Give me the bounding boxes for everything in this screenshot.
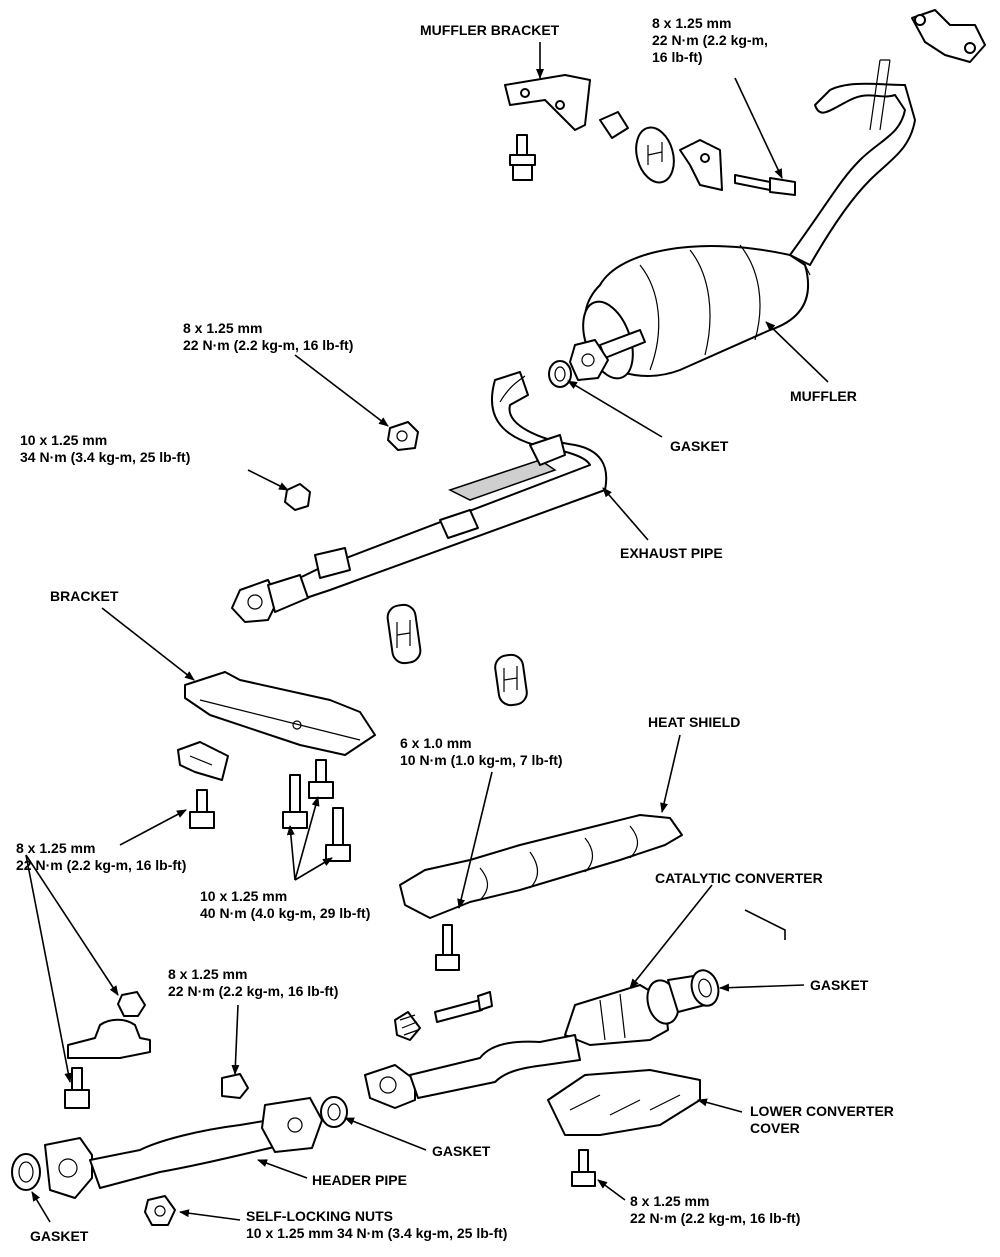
spec-line: 10 x 1.25 mm [200,888,288,904]
spec-line: 10 x 1.25 mm [20,432,108,448]
label-line: SELF-LOCKING NUTS [246,1208,393,1224]
bracket-bolt-left [189,789,215,829]
label-muffler-bolt-spec: 8 x 1.25 mm 22 N·m (2.2 kg-m, 16 lb-ft) [652,15,768,66]
header-pipe [44,1097,323,1199]
exhaust-pipe [231,371,608,623]
converter-gasket [690,969,720,1007]
muffler-rubber-mount [635,126,675,184]
muffler-hanger-plate [679,139,723,191]
label-header-nut-spec: 8 x 1.25 mm 22 N·m (2.2 kg-m, 16 lb-ft) [168,966,338,1000]
spec-line: 22 N·m (2.2 kg-m, 16 lb-ft) [183,337,354,353]
flange-bolt [434,991,493,1023]
bracket [184,671,376,756]
muffler-bracket [504,74,591,131]
spec-line: 22 N·m (2.2 kg-m, 16 lb-ft) [16,857,187,873]
label-gasket-center: GASKET [432,1143,491,1159]
tailpipe [789,59,916,266]
label-muffler-bracket: MUFFLER BRACKET [420,22,560,38]
label-muffler-nut-spec: 8 x 1.25 mm 22 N·m (2.2 kg-m, 16 lb-ft) [183,320,353,354]
support-nut [117,991,146,1017]
catalytic-converter [564,974,706,1046]
spec-line: 8 x 1.25 mm [183,320,263,336]
front-pipe [364,1034,581,1109]
support-bolt [64,1067,90,1109]
label-muffler: MUFFLER [790,388,857,404]
spec-line: 6 x 1.0 mm [400,735,472,751]
label-heat-shield-bolt-spec: 6 x 1.0 mm 10 N·m (1.0 kg-m, 7 lb-ft) [400,735,563,769]
spec-line: 22 N·m (2.2 kg-m, 16 lb-ft) [168,983,339,999]
muffler-bracket-bolt [509,134,536,181]
spring-bolt [394,1011,421,1041]
label-gasket-front: GASKET [30,1228,89,1244]
label-bracket-bolt-spec-left: 8 x 1.25 mm 22 N·m (2.2 kg-m, 16 lb-ft) [16,840,186,874]
muffler-inlet-flange [569,339,609,381]
rear-hanger-bracket [911,9,986,63]
leader-lines [25,42,829,1223]
spec-line: 34 N·m (3.4 kg-m, 25 lb-ft) [20,449,191,465]
label-exhaust-nut-spec: 10 x 1.25 mm 34 N·m (3.4 kg-m, 25 lb-ft) [20,432,190,466]
lower-converter-cover [547,1069,701,1136]
bracket-bolt-center-2 [308,759,334,799]
label-exhaust-pipe: EXHAUST PIPE [620,545,723,561]
spec-line: 22 N·m (2.2 kg-m, [652,32,768,48]
muffler-flange-nut [387,421,419,451]
rubber-hanger-2 [494,653,528,707]
muffler-gasket [548,360,572,388]
center-gasket [320,1096,348,1128]
spec-line: 8 x 1.25 mm [168,966,248,982]
bracket-bolt-center-3 [325,807,351,862]
spec-line: 22 N·m (2.2 kg-m, 16 lb-ft) [630,1210,801,1226]
label-gasket-muffler: GASKET [670,438,729,454]
bracket-clip [177,741,229,781]
muffler-hanger-collar [599,111,629,139]
label-cover-bolt-spec: 8 x 1.25 mm 22 N·m (2.2 kg-m, 16 lb-ft) [630,1193,800,1227]
label-header-pipe: HEADER PIPE [312,1172,407,1188]
label-catalytic-converter: CATALYTIC CONVERTER [655,870,823,886]
header-gasket [11,1153,41,1191]
spec-line: 8 x 1.25 mm [630,1193,710,1209]
spec-line: 40 N·m (4.0 kg-m, 29 lb-ft) [200,905,371,921]
cover-bolt [571,1149,596,1187]
label-bracket: BRACKET [50,588,119,604]
heat-shield [399,814,683,919]
label-line: LOWER CONVERTER [750,1103,894,1119]
heat-shield-bolt [435,924,460,971]
self-locking-nut [144,1195,176,1226]
spec-line: 16 lb-ft) [652,49,703,65]
exhaust-pipe-nut [284,483,311,511]
label-lower-converter-cover: LOWER CONVERTER COVER [750,1103,894,1137]
spec-line: 8 x 1.25 mm [16,840,96,856]
muffler [582,244,811,380]
label-bracket-bolt-spec-center: 10 x 1.25 mm 40 N·m (4.0 kg-m, 29 lb-ft) [200,888,370,922]
rubber-hanger-1 [386,603,422,665]
label-line: 10 x 1.25 mm 34 N·m (3.4 kg-m, 25 lb-ft) [246,1225,508,1241]
label-gasket-converter: GASKET [810,977,869,993]
label-line: COVER [750,1120,800,1136]
label-heat-shield: HEAT SHIELD [648,714,741,730]
header-nut [221,1073,249,1099]
label-self-locking-nuts: SELF-LOCKING NUTS 10 x 1.25 mm 34 N·m (3… [246,1208,507,1242]
muffler-bracket-bolt-long [734,174,796,196]
spec-line: 10 N·m (1.0 kg-m, 7 lb-ft) [400,752,563,768]
bracket-bolt-center-1 [282,774,308,829]
spec-line: 8 x 1.25 mm [652,15,732,31]
support-bracket [67,1018,151,1059]
